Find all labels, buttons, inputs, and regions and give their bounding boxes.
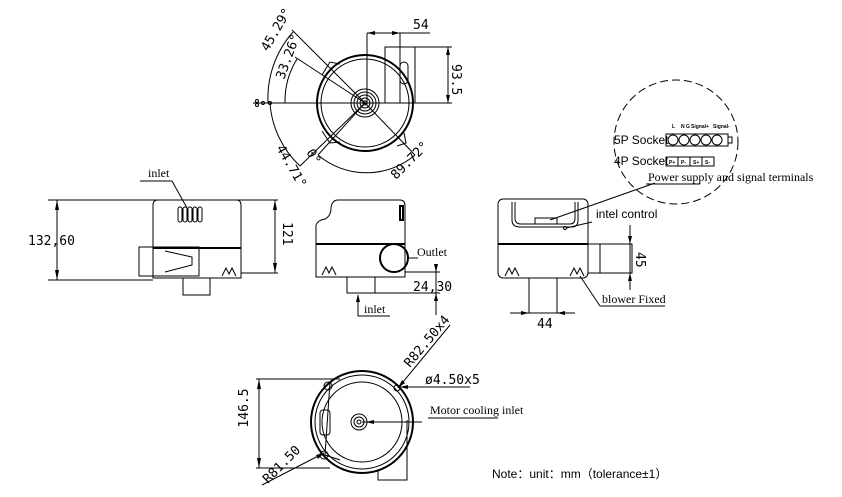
angle-89-72: 89.72° <box>388 139 432 183</box>
angle-44-71: 44.71° <box>273 143 309 191</box>
side-view-left: 132,60 121 inlet <box>28 166 294 296</box>
inlet-label-left: inlet <box>148 166 170 180</box>
side-view-right: 44 45 intel control blower Fixed <box>497 182 666 332</box>
pin-label: Signal+ <box>691 124 709 130</box>
pin-label: P- <box>681 160 686 166</box>
side-view-middle: Outlet 24,30 inlet <box>315 199 452 317</box>
socket-5p-label: 5P Socket <box>614 133 669 147</box>
dim-pipe-height: 24,30 <box>413 280 452 295</box>
bottom-view: 146.5 R82.50x4 ø4.50x5 Motor cooling inl… <box>237 313 524 487</box>
dim-height: 93.5 <box>448 64 463 95</box>
angle-0: 0° <box>303 147 324 168</box>
socket-detail: L N G Signal+ Signal- 5P Socket 4P Socke… <box>613 79 814 205</box>
dim-outlet-height: 45 <box>632 252 647 268</box>
dim-width: 54 <box>413 18 429 33</box>
inlet-slots <box>177 206 203 223</box>
blower-fixed-label: blower Fixed <box>602 292 666 306</box>
inlet-label-middle: inlet <box>364 302 386 316</box>
top-view: 54 93.5 45.29° 33.26° 44.71° 0° 89.72° <box>253 6 463 191</box>
socket-4p-label: 4P Socket <box>614 154 669 168</box>
pin-label: N <box>681 124 685 130</box>
dim-bottom-height: 146.5 <box>237 388 252 427</box>
radius-lugs: R82.50x4 <box>402 313 454 371</box>
outlet-label: Outlet <box>417 245 448 259</box>
dim-body-height: 121 <box>279 222 294 245</box>
pin-label: P+ <box>669 160 675 166</box>
intel-control-label: intel control <box>596 207 657 221</box>
pin-label: Signal- <box>713 124 730 130</box>
radius-body: R81.50 <box>260 443 304 487</box>
pin-label: S+ <box>693 160 699 166</box>
units-note: Note：unit：mm（tolerance±1） <box>492 467 667 481</box>
hole-diameter: ø4.50x5 <box>425 373 480 388</box>
motor-cooling-label: Motor cooling inlet <box>430 403 524 417</box>
terminals-label: Power supply and signal terminals <box>648 170 814 184</box>
pin-label: S- <box>705 160 710 166</box>
dim-total-height: 132,60 <box>28 234 75 249</box>
pin-label: G <box>686 124 690 130</box>
pin-label: L <box>672 124 675 130</box>
dim-pipe-width: 44 <box>537 317 553 332</box>
